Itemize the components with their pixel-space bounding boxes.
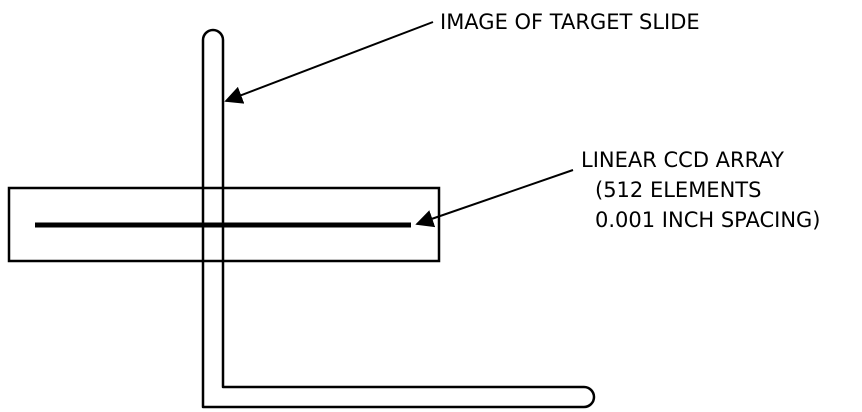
ccd-label-line1: LINEAR CCD ARRAY bbox=[581, 148, 784, 172]
target-slide-label: IMAGE OF TARGET SLIDE bbox=[440, 10, 700, 34]
ccd-housing bbox=[7, 186, 441, 263]
ccd-array-leader-arrow bbox=[415, 169, 574, 228]
target-slide-image bbox=[201, 28, 596, 409]
target-slide-leader-arrow bbox=[224, 21, 434, 104]
ccd-label-line3: 0.001 INCH SPACING) bbox=[595, 208, 821, 232]
ccd-label-line2: (512 ELEMENTS bbox=[595, 178, 761, 202]
